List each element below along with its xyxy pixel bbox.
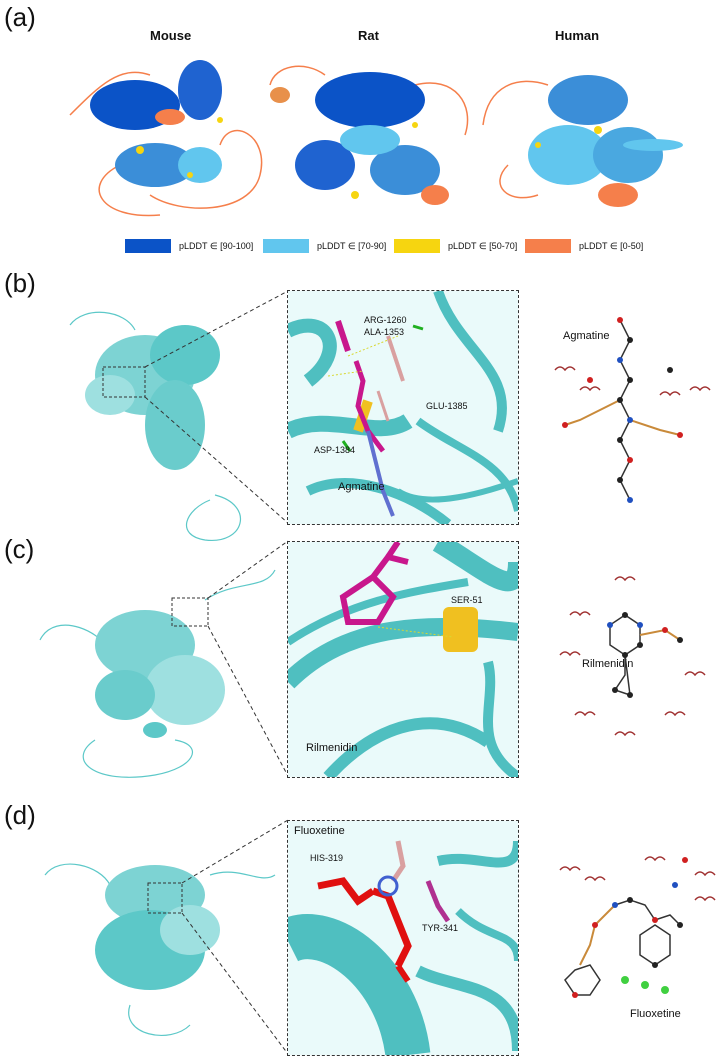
panel-a-letter: (a)	[4, 2, 36, 32]
legend-label: pLDDT ∈ [90-100]	[179, 240, 254, 251]
legend-swatch	[394, 239, 440, 253]
rat-structure-image	[269, 65, 469, 205]
human-structure-image	[482, 75, 683, 207]
ligplot-title-agmatine: Agmatine	[563, 330, 610, 342]
rilmenidin-binding-inset: SER-51 Rilmenidin	[287, 541, 519, 778]
species-label-human: Human	[555, 28, 600, 43]
species-label-rat: Rat	[358, 28, 379, 43]
residue-label-ala-1353: ALA-1353	[364, 327, 405, 337]
legend-label: pLDDT ∈ [70-90]	[317, 240, 387, 251]
legend-item-90-100: pLDDT ∈ [90-100]	[125, 239, 253, 253]
legend-item-0-50: pLDDT ∈ [0-50]	[525, 239, 643, 253]
rilmenidin-interaction-diagram	[559, 576, 706, 737]
ligand-label-fluoxetine: Fluoxetine	[294, 825, 345, 837]
residue-label-ser-51: SER-51	[451, 595, 483, 605]
ligand-label-agmatine: Agmatine	[338, 481, 385, 493]
ligand-label-rilmenidin: Rilmenidin	[306, 742, 358, 754]
residue-label-tyr-341: TYR-341	[422, 923, 459, 933]
legend-item-70-90: pLDDT ∈ [70-90]	[263, 239, 386, 253]
legend-item-50-70: pLDDT ∈ [50-70]	[394, 239, 517, 253]
panel-c-letter: (c)	[4, 534, 35, 564]
ligplot-title-rilmenidin: Rilmenidin	[582, 658, 634, 670]
agmatine-inset-image	[288, 291, 518, 524]
fluoxetine-binding-inset: Fluoxetine HIS-319 TYR-341	[287, 820, 519, 1056]
species-label-mouse: Mouse	[150, 28, 192, 43]
rilmenidin-inset-image	[288, 542, 518, 777]
legend-swatch	[125, 239, 171, 253]
legend-label: pLDDT ∈ [50-70]	[448, 240, 518, 251]
agmatine-overview-structure	[69, 311, 242, 541]
panel-d-letter: (d)	[4, 800, 36, 830]
agmatine-interaction-diagram	[554, 317, 711, 503]
legend-swatch	[525, 239, 571, 253]
fluoxetine-inset-image	[288, 821, 518, 1055]
legend-swatch	[263, 239, 309, 253]
agmatine-binding-inset: ARG-1260 ALA-1353 GLU-1385 ASP-1384 Agma…	[287, 290, 519, 525]
mouse-structure-image	[69, 60, 263, 217]
residue-label-arg-1260: ARG-1260	[364, 315, 407, 325]
panel-b-letter: (b)	[4, 268, 36, 298]
ligplot-title-fluoxetine: Fluoxetine	[630, 1008, 681, 1020]
rilmenidin-overview-structure	[39, 569, 276, 778]
legend-label: pLDDT ∈ [0-50]	[579, 240, 644, 251]
residue-label-his-319: HIS-319	[310, 853, 344, 863]
residue-label-glu-1385: GLU-1385	[426, 401, 468, 411]
fluoxetine-overview-structure	[44, 863, 276, 1036]
fluoxetine-interaction-diagram	[559, 856, 716, 998]
residue-label-asp-1384: ASP-1384	[314, 445, 356, 455]
